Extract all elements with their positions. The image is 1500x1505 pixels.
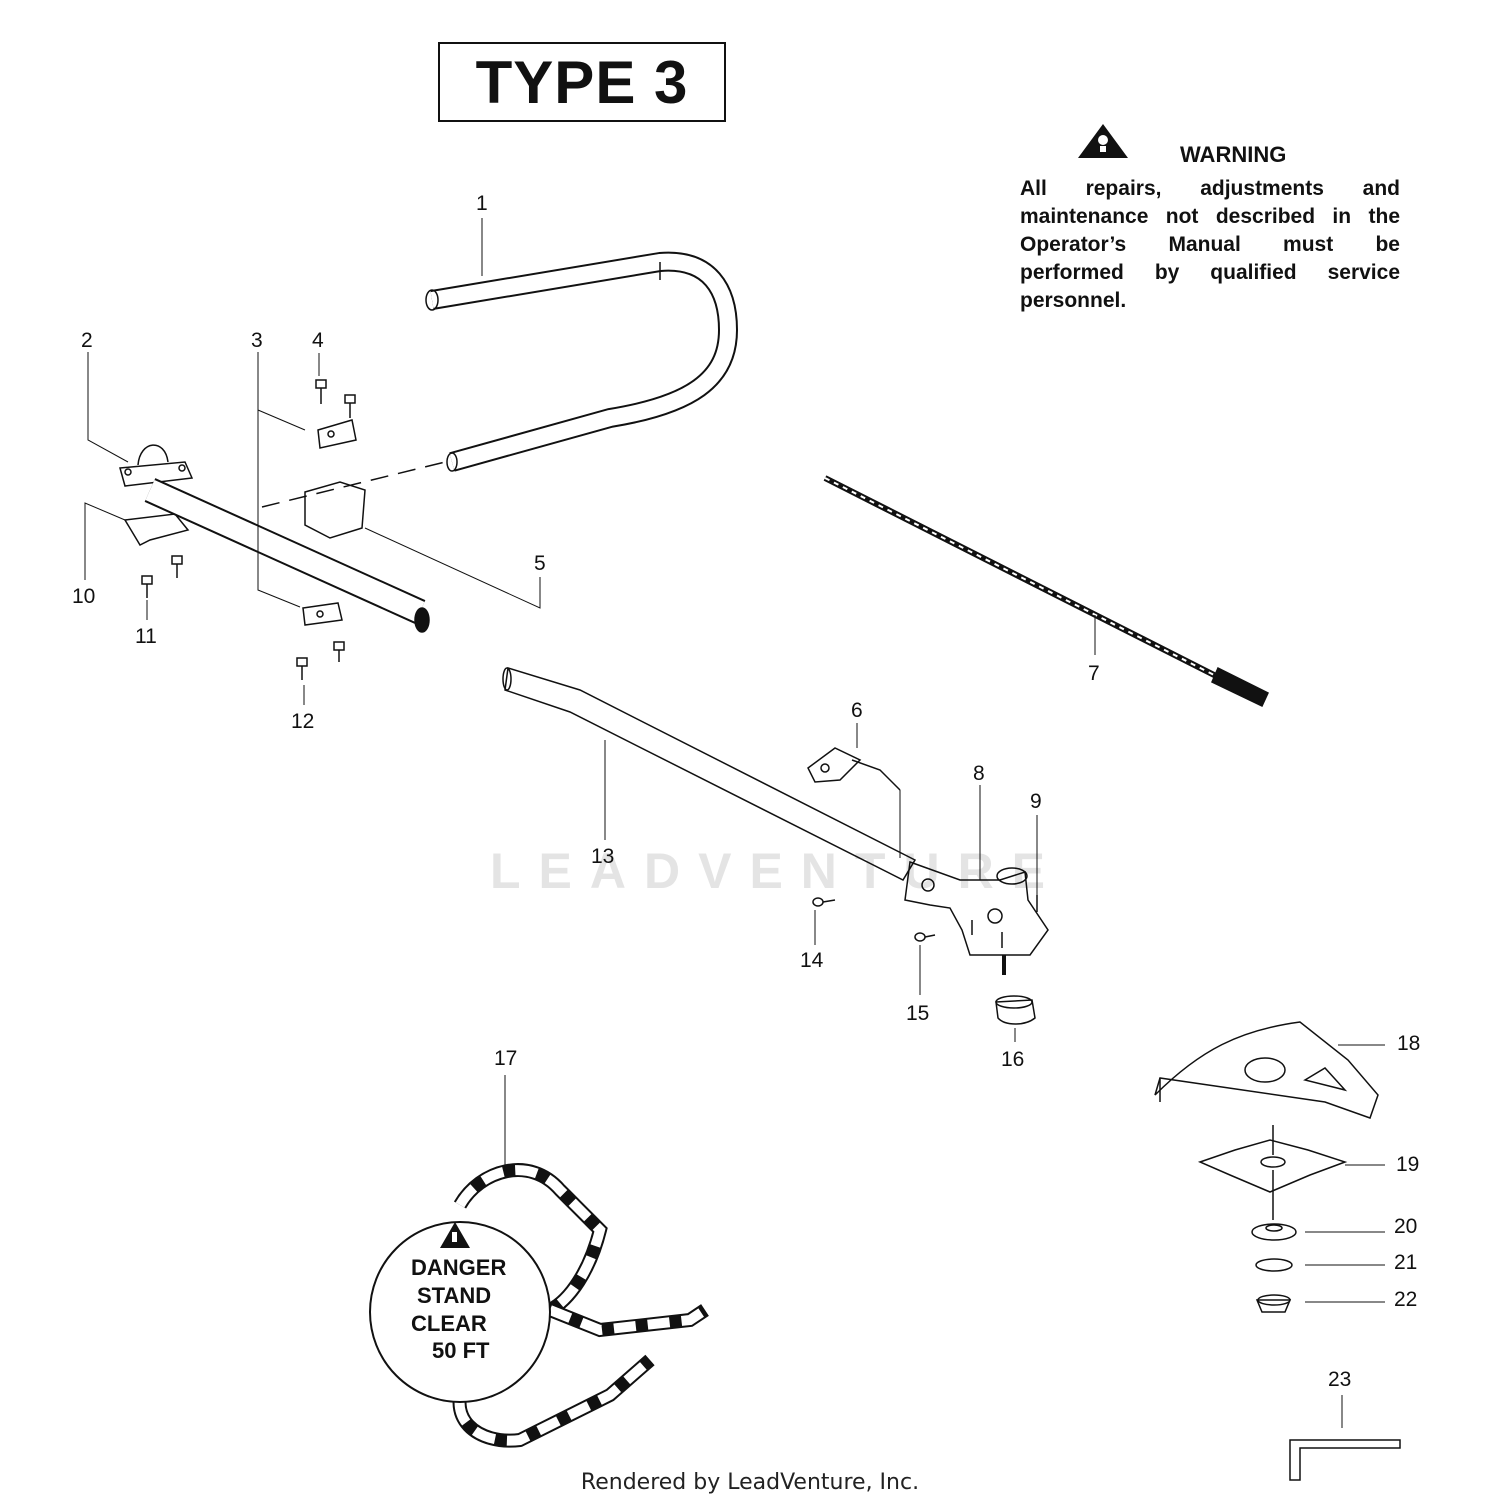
part-head-screws xyxy=(812,895,1038,948)
callout-20: 20 xyxy=(1394,1215,1417,1238)
callout-18: 18 xyxy=(1397,1032,1420,1055)
part-shield-bracket xyxy=(807,747,901,791)
callout-16: 16 xyxy=(1001,1048,1024,1071)
callout-9: 9 xyxy=(1030,790,1042,813)
part-drive-shaft xyxy=(823,475,1269,708)
part-nut-16 xyxy=(995,995,1036,1025)
danger-line-2: STAND xyxy=(417,1283,491,1308)
callout-4: 4 xyxy=(312,329,324,352)
part-clamp xyxy=(302,419,366,626)
part-blade-guard xyxy=(1154,1021,1379,1119)
danger-line-1: DANGER xyxy=(411,1255,506,1280)
callout-3: 3 xyxy=(251,329,263,352)
callout-23: 23 xyxy=(1328,1368,1351,1391)
part-handle-bar xyxy=(144,478,430,633)
callout-13: 13 xyxy=(591,845,614,868)
callout-1: 1 xyxy=(476,192,488,215)
warning-text: All repairs, adjustments and maintenance… xyxy=(1020,177,1400,312)
footer-credit: Rendered by LeadVenture, Inc. xyxy=(580,1470,920,1495)
part-screws xyxy=(141,379,356,680)
part-handle-bracket xyxy=(119,444,194,546)
danger-line-3: CLEAR xyxy=(411,1311,487,1336)
callout-14: 14 xyxy=(800,949,824,972)
leader-lines xyxy=(84,218,1385,1428)
part-gear-head xyxy=(904,860,1049,975)
callout-7: 7 xyxy=(1088,662,1100,685)
type-title: TYPE 3 xyxy=(475,48,689,116)
part-loop-handle xyxy=(425,251,739,472)
part-washers xyxy=(1251,1223,1297,1313)
part-blade xyxy=(1197,1125,1348,1220)
callout-8: 8 xyxy=(973,762,985,785)
callout-10: 10 xyxy=(72,585,95,608)
callout-5: 5 xyxy=(534,552,546,575)
callout-12: 12 xyxy=(291,710,314,733)
part-harness xyxy=(369,1163,709,1448)
part-shaft-tube xyxy=(502,667,917,881)
callout-21: 21 xyxy=(1394,1251,1417,1274)
callout-6: 6 xyxy=(851,699,863,722)
type-title-box: TYPE 3 xyxy=(438,42,726,122)
watermark: LEADVENTURE xyxy=(490,843,1064,899)
danger-label: DANGER STAND CLEAR 50 FT xyxy=(411,1255,506,1363)
callout-2: 2 xyxy=(81,329,93,352)
warning-heading: WARNING xyxy=(1180,142,1287,167)
callout-numbers: 1 2 3 4 5 6 7 8 9 10 11 12 13 14 15 16 1… xyxy=(72,192,1420,1391)
callout-11: 11 xyxy=(135,625,157,648)
callout-17: 17 xyxy=(494,1047,517,1070)
callout-22: 22 xyxy=(1394,1288,1417,1311)
danger-line-4: 50 FT xyxy=(432,1338,490,1363)
callout-19: 19 xyxy=(1396,1153,1419,1176)
callout-15: 15 xyxy=(906,1002,929,1025)
part-hex-key xyxy=(1289,1439,1401,1481)
